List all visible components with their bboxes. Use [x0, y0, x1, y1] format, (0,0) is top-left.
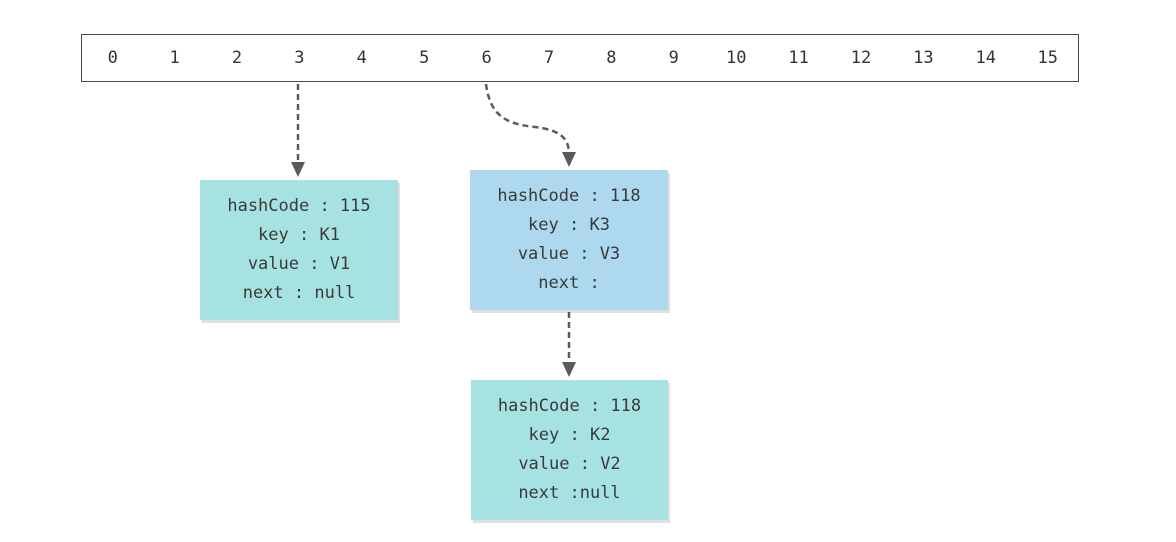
- node-k3-key: key : K3: [528, 215, 610, 235]
- bucket-slot-10: 10: [705, 34, 769, 82]
- arrowhead-k3-next: [562, 362, 576, 377]
- node-k2-value: value : V2: [518, 454, 621, 474]
- node-k3-hashcode: hashCode : 118: [497, 186, 641, 206]
- bucket-slot-8: 8: [580, 34, 644, 82]
- bucket-slot-14: 14: [954, 34, 1018, 82]
- entry-node-k1: hashCode : 115 key : K1 value : V1 next …: [200, 180, 398, 320]
- bucket-slot-12: 12: [829, 34, 894, 82]
- arrow-bucket-6-to-k3: [484, 83, 571, 153]
- node-k2-key: key : K2: [528, 425, 611, 445]
- node-k1-hashcode: hashCode : 115: [227, 196, 371, 216]
- bucket-slot-13: 13: [892, 34, 956, 82]
- node-k1-next: next : null: [242, 283, 356, 303]
- arrowhead-bucket-3: [291, 162, 305, 177]
- bucket-slot-2: 2: [205, 34, 270, 82]
- entry-node-k2: hashCode : 118 key : K2 value : V2 next …: [471, 380, 668, 520]
- node-k3-next: next :: [538, 273, 600, 293]
- node-k2-next: next :null: [518, 483, 621, 503]
- bucket-slot-9: 9: [642, 34, 706, 82]
- node-k3-value: value : V3: [517, 244, 621, 264]
- bucket-slot-11: 11: [767, 34, 831, 82]
- bucket-slot-4: 4: [330, 34, 394, 82]
- node-k1-value: value : V1: [247, 254, 351, 274]
- bucket-slot-7: 7: [517, 34, 582, 82]
- arrowhead-bucket-6: [562, 152, 576, 167]
- bucket-slot-5: 5: [393, 34, 457, 82]
- bucket-slot-1: 1: [143, 34, 207, 82]
- bucket-slot-6: 6: [455, 34, 519, 82]
- node-k2-hashcode: hashCode : 118: [497, 396, 642, 416]
- bucket-slot-3: 3: [268, 34, 332, 82]
- bucket-slot-0: 0: [81, 34, 145, 82]
- bucket-slot-15: 15: [1017, 34, 1080, 82]
- node-k1-key: key : K1: [258, 225, 340, 245]
- entry-node-k3: hashCode : 118 key : K3 value : V3 next …: [470, 170, 668, 310]
